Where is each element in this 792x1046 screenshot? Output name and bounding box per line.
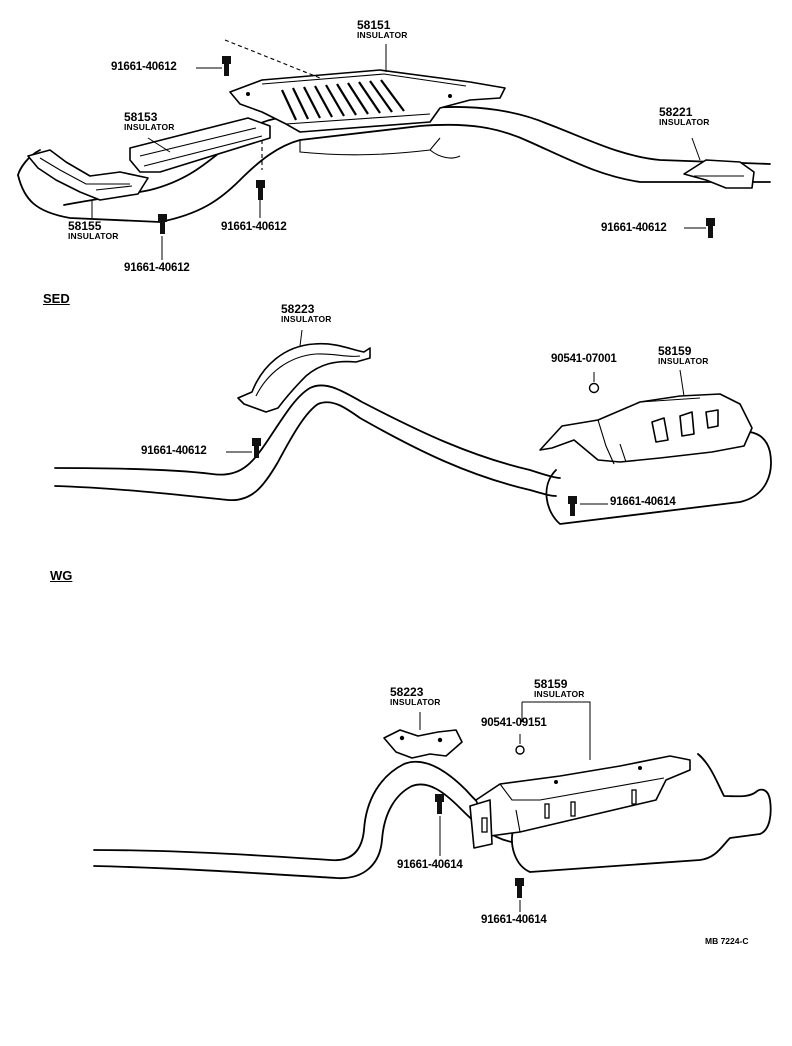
bolt-label: 91661-40614 bbox=[481, 914, 547, 926]
bolt-icon bbox=[515, 878, 524, 898]
nut-label: 90541-07001 bbox=[551, 353, 617, 365]
bolt-icon bbox=[158, 214, 167, 234]
insulator-58159 bbox=[539, 393, 753, 465]
nut-icon bbox=[515, 745, 525, 755]
nut-label: 90541-09151 bbox=[481, 717, 547, 729]
floor-pan-outline bbox=[17, 106, 771, 223]
insulator-58159 bbox=[469, 755, 691, 849]
alignment-line bbox=[224, 39, 321, 79]
callout-58159-sed: 58159 INSULATOR bbox=[658, 345, 709, 366]
bolt-label: 91661-40612 bbox=[221, 221, 287, 233]
bolt-label: 91661-40612 bbox=[124, 262, 190, 274]
part-name: INSULATOR bbox=[124, 122, 175, 132]
part-number: 58151 bbox=[357, 18, 391, 32]
bolt-label: 91661-40614 bbox=[610, 496, 676, 508]
part-number: 58223 bbox=[390, 685, 424, 699]
insulator-58153 bbox=[129, 117, 271, 173]
callout-58155: 58155 INSULATOR bbox=[68, 220, 119, 241]
bolt-icon bbox=[568, 496, 577, 516]
bolt-label: 91661-40614 bbox=[397, 859, 463, 871]
callout-58153: 58153 INSULATOR bbox=[124, 111, 175, 132]
part-name: INSULATOR bbox=[534, 689, 585, 699]
part-number: 58159 bbox=[658, 344, 692, 358]
insulator-58151 bbox=[229, 69, 506, 133]
bolt-label: 91661-40612 bbox=[601, 222, 667, 234]
callout-58223-wg: 58223 INSULATOR bbox=[390, 686, 441, 707]
callout-58223-sed: 58223 INSULATOR bbox=[281, 303, 332, 324]
bolt-icon bbox=[706, 218, 715, 238]
section-label-sed: SED bbox=[43, 291, 70, 306]
part-number: 58153 bbox=[124, 110, 158, 124]
insulator-58223 bbox=[237, 342, 371, 413]
insulator-58155 bbox=[27, 149, 149, 201]
bolt-icon bbox=[256, 180, 265, 200]
bolt-icon bbox=[435, 794, 444, 814]
part-name: INSULATOR bbox=[659, 117, 710, 127]
part-name: INSULATOR bbox=[281, 314, 332, 324]
part-number: 58221 bbox=[659, 105, 693, 119]
bolt-label: 91661-40612 bbox=[111, 61, 177, 73]
insulator-58221 bbox=[683, 159, 755, 189]
reference-code: MB 7224-C bbox=[705, 936, 749, 946]
bolt-icon bbox=[252, 438, 261, 458]
callout-58159-wg: 58159 INSULATOR bbox=[534, 678, 585, 699]
callout-58221: 58221 INSULATOR bbox=[659, 106, 710, 127]
part-number: 58159 bbox=[534, 677, 568, 691]
callout-58151: 58151 INSULATOR bbox=[357, 19, 408, 40]
part-name: INSULATOR bbox=[357, 30, 408, 40]
part-number: 58223 bbox=[281, 302, 315, 316]
nut-icon bbox=[588, 382, 600, 394]
part-number: 58155 bbox=[68, 219, 102, 233]
insulator-58223 bbox=[383, 729, 463, 759]
sed-exhaust-pipe bbox=[54, 384, 772, 525]
section-label-wg: WG bbox=[50, 568, 73, 583]
bolt-label: 91661-40612 bbox=[141, 445, 207, 457]
part-name: INSULATOR bbox=[658, 356, 709, 366]
part-name: INSULATOR bbox=[68, 231, 119, 241]
wg-exhaust-pipe bbox=[93, 753, 772, 879]
part-name: INSULATOR bbox=[390, 697, 441, 707]
bolt-icon bbox=[222, 56, 231, 76]
